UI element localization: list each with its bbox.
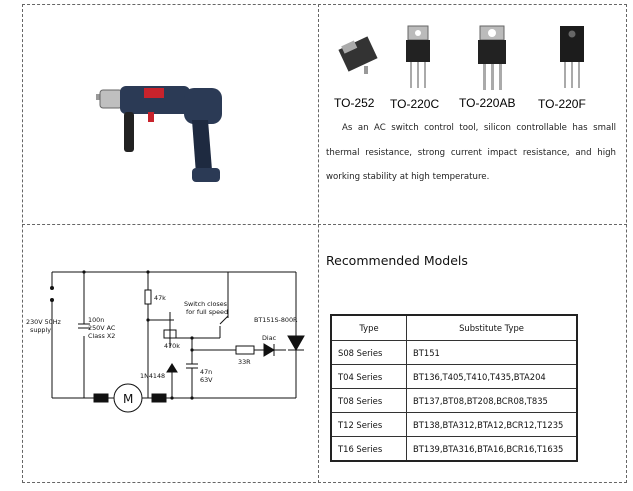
supply-label-1: 230V 50Hz (26, 318, 62, 326)
cap1-label-1: 100n (88, 316, 104, 324)
table-cell-substitute: BT151 (406, 340, 578, 365)
cap1-label-3: Class X2 (88, 332, 115, 340)
switch-label-1: Switch closes (184, 300, 228, 308)
models-table: Type Substitute Type S08 Series BT151 T0… (330, 314, 578, 462)
to252-package-image (338, 36, 378, 74)
table-header-substitute: Substitute Type (406, 314, 578, 341)
supply-label-2: supply (30, 326, 51, 334)
table-cell-substitute: BT138,BTA312,BTA12,BCR12,T1235 (406, 412, 578, 437)
table-cell-type: T04 Series (330, 364, 407, 389)
r47k-label: 47k (154, 294, 166, 302)
diac-label: Diac (262, 334, 277, 342)
to220c-package-image (406, 25, 430, 88)
table-row: S08 Series BT151 (330, 340, 578, 365)
cap1-label-2: 250V AC (88, 324, 116, 332)
table-row: T08 Series BT137,BT08,BT208,BCR08,T835 (330, 388, 578, 413)
triac-circuit-diagram: 230V 50Hz supply 100n 250V AC Class X2 4… (26, 270, 305, 413)
table-cell-substitute: BT137,BT08,BT208,BCR08,T835 (406, 388, 578, 413)
table-cell-substitute: BT139,BTA316,BTA16,BCR16,T1635 (406, 436, 578, 462)
drill-image (96, 86, 222, 182)
motor-label: M (123, 392, 133, 406)
table-header-row: Type Substitute Type (330, 314, 578, 341)
table-row: T16 Series BT139,BTA316,BTA16,BCR16,T163… (330, 436, 578, 462)
switch-label-2: for full speed (186, 308, 228, 316)
table-row: T12 Series BT138,BTA312,BTA12,BCR12,T123… (330, 412, 578, 437)
recommended-models-title: Recommended Models (326, 253, 468, 268)
table-cell-type: T16 Series (330, 436, 407, 462)
diode-label: 1N4148 (140, 372, 165, 380)
pot-label: 470k (164, 342, 180, 350)
row-divider (22, 224, 627, 225)
to220ab-package-image (478, 25, 506, 90)
package-label-to252: TO-252 (334, 96, 375, 110)
column-divider (318, 4, 319, 483)
r33-label: 33R (238, 358, 251, 366)
table-row: T04 Series BT136,T405,T410,T435,BTA204 (330, 364, 578, 389)
package-label-to220f: TO-220F (538, 97, 586, 111)
cap2-label-1: 47n (200, 368, 212, 376)
table-cell-type: S08 Series (330, 340, 407, 365)
layout-frame (22, 4, 627, 483)
table-cell-substitute: BT136,T405,T410,T435,BTA204 (406, 364, 578, 389)
table-cell-type: T12 Series (330, 412, 407, 437)
description-text: As an AC switch control tool, silicon co… (326, 123, 616, 182)
package-label-to220ab: TO-220AB (459, 96, 516, 110)
cap2-label-2: 63V (200, 376, 213, 384)
table-cell-type: T08 Series (330, 388, 407, 413)
triac-label: BT151S-800R (254, 316, 298, 324)
table-header-type: Type (330, 314, 407, 341)
to220f-package-image (560, 26, 584, 88)
package-label-to220c: TO-220C (390, 97, 440, 111)
